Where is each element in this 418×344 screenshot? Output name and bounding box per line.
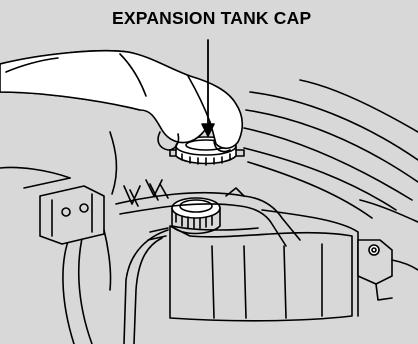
callout-label-expansion-tank-cap: EXPANSION TANK CAP — [112, 8, 372, 29]
